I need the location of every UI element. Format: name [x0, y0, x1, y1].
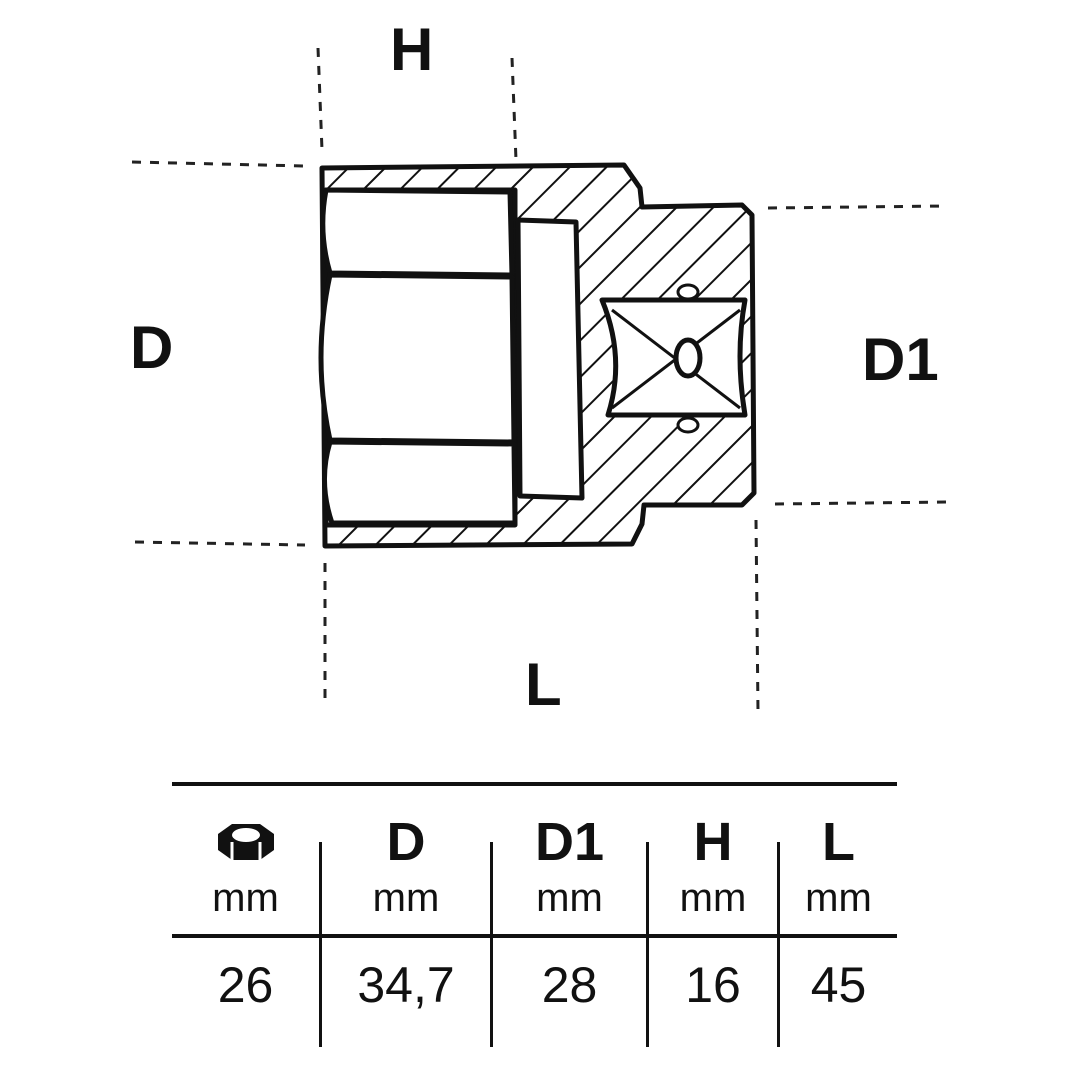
dimension-label-d: D — [130, 314, 174, 381]
header-d1: D1 — [534, 812, 605, 872]
recess-counterbore — [515, 217, 585, 501]
h-left-extension — [316, 47, 324, 151]
d1-bottom-extension — [774, 500, 951, 506]
header-l: L — [822, 812, 855, 872]
table-column-d: D mm 34,7 — [322, 782, 490, 1052]
detent-top — [676, 283, 700, 301]
hex-flat-bottom — [322, 439, 518, 526]
unit-d: mm — [372, 876, 440, 920]
hex-flat-top — [320, 187, 515, 278]
ball-detent — [673, 337, 703, 379]
table-column-d1: D1 mm 28 — [493, 782, 646, 1052]
column-divider — [777, 842, 780, 1047]
unit-l: mm — [805, 876, 872, 920]
socket-body — [318, 162, 757, 549]
table-column-h: H mm 16 — [649, 782, 777, 1052]
d1-top-extension — [767, 204, 946, 210]
table-column-l: L mm 45 — [780, 782, 897, 1052]
dimension-label-h: H — [390, 16, 434, 83]
socket-cross-section-drawing — [131, 47, 951, 713]
dimension-label-l: L — [525, 651, 562, 718]
unit-d1: mm — [536, 876, 603, 920]
column-divider — [490, 842, 493, 1047]
spec-table: mm 26 D mm 34,7 D1 mm 28 H mm 16 L mm 45 — [172, 782, 897, 1052]
value-h: 16 — [685, 957, 741, 1013]
unit-size: mm — [212, 876, 279, 920]
hex-nut-icon — [217, 824, 274, 860]
table-top-rule — [172, 782, 897, 786]
value-size: 26 — [217, 957, 274, 1013]
detent-bottom — [676, 416, 700, 434]
value-d: 34,7 — [357, 957, 455, 1013]
column-divider — [646, 842, 649, 1047]
header-d: D — [386, 812, 426, 872]
d-bottom-extension — [134, 540, 306, 547]
unit-h: mm — [679, 876, 747, 920]
dimension-label-d1: D1 — [862, 326, 939, 393]
table-header-rule — [172, 934, 897, 938]
value-l: 45 — [810, 957, 867, 1013]
h-right-extension — [510, 57, 518, 161]
header-h: H — [693, 812, 733, 872]
hex-flat-middle — [318, 272, 517, 445]
d-top-extension — [131, 160, 306, 168]
extension-lines — [131, 47, 951, 713]
table-column-size: mm 26 — [172, 782, 319, 1052]
l-right-extension — [754, 519, 760, 713]
value-d1: 28 — [541, 957, 598, 1013]
column-divider — [319, 842, 322, 1047]
